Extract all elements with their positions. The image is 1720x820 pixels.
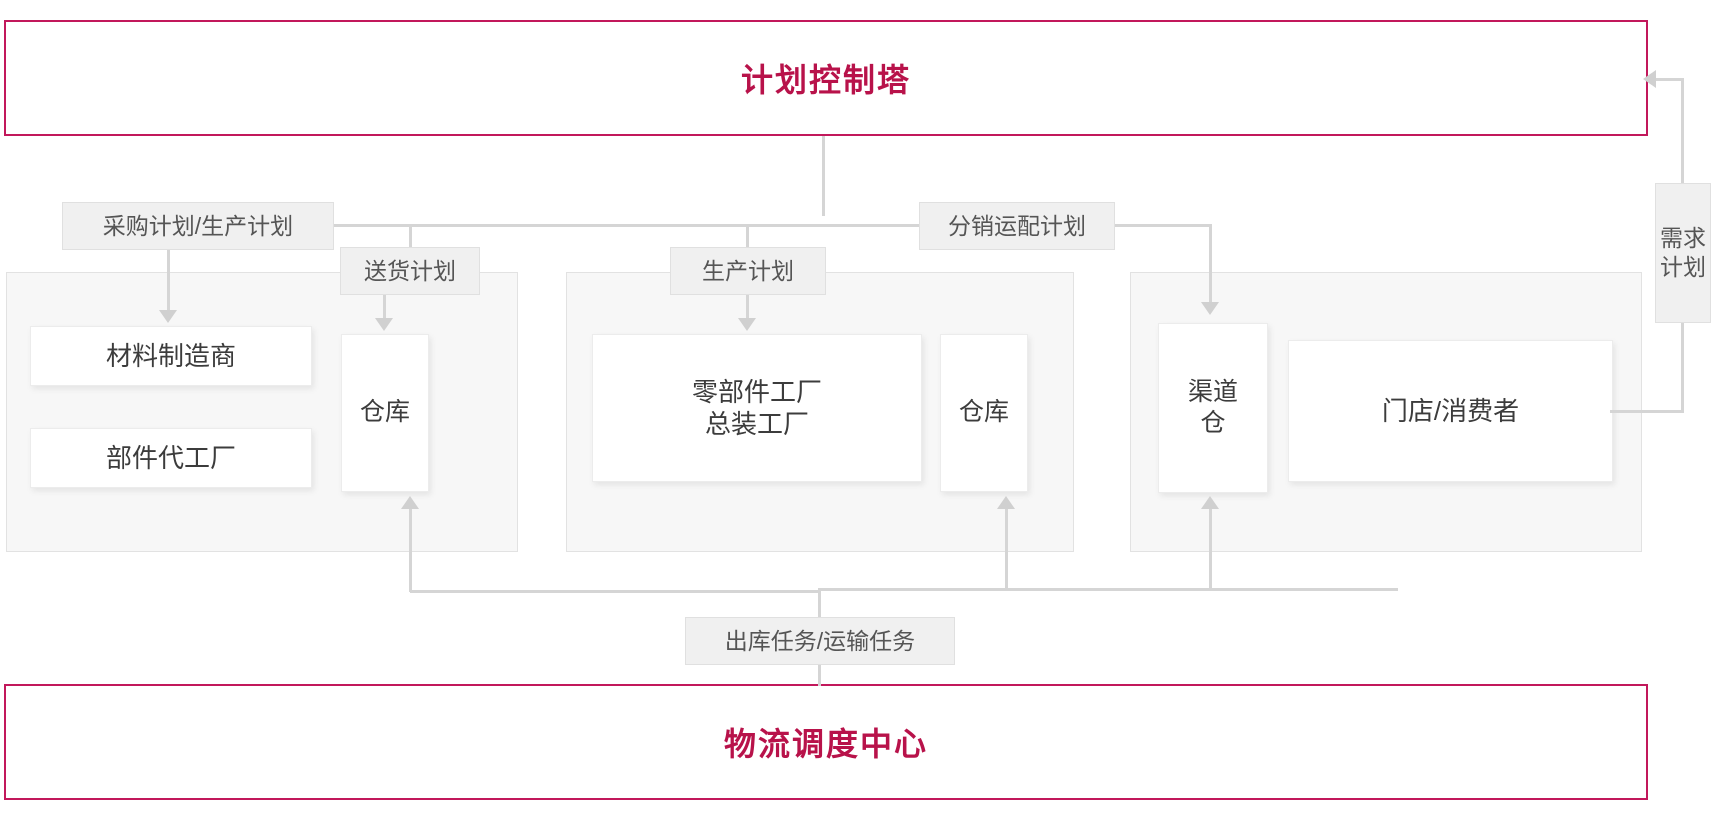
- supplier-group-container: [6, 272, 518, 552]
- plan-purchase-production-label: 采购计划/生产计划: [102, 212, 294, 239]
- node-parts-oem-label: 部件代工厂: [105, 442, 236, 473]
- distribution-to-channel-line: [1209, 224, 1212, 304]
- demand-riser-lower: [1681, 322, 1684, 412]
- node-material-manufacturer[interactable]: 材料制造商: [30, 326, 312, 386]
- plan-demand[interactable]: 需求计划: [1655, 183, 1711, 323]
- plan-outbound-transport-task[interactable]: 出库任务/运输任务: [685, 617, 955, 665]
- delivery-to-warehouse-line: [383, 295, 386, 321]
- node-channel-warehouse[interactable]: 渠道仓: [1158, 323, 1268, 493]
- demand-to-tower-line: [1655, 78, 1684, 81]
- node-warehouse-factory[interactable]: 仓库: [940, 334, 1028, 492]
- distribution-bus-line: [1112, 224, 1212, 227]
- logistics-dispatch-center-title: 物流调度中心: [723, 726, 928, 762]
- node-parts-oem[interactable]: 部件代工厂: [30, 428, 312, 488]
- production-to-factory-line: [746, 295, 749, 321]
- node-warehouse-supplier[interactable]: 仓库: [341, 334, 429, 492]
- node-material-manufacturer-label: 材料制造商: [105, 340, 236, 371]
- plan-distribution-transport[interactable]: 分销运配计划: [919, 202, 1115, 250]
- delivery-to-warehouse-arrow: [375, 318, 393, 331]
- node-factory-label: 零部件工厂总装工厂: [691, 376, 822, 440]
- planning-control-tower-banner: 计划控制塔: [4, 20, 1648, 136]
- outbound-to-bus-line: [818, 590, 821, 618]
- tower-bus-right: [822, 224, 922, 227]
- logistics-dispatch-center-banner: 物流调度中心: [4, 684, 1648, 800]
- bus-to-production-line: [746, 224, 749, 250]
- dispatch-to-warehouse-left-line: [409, 508, 412, 592]
- plan-production[interactable]: 生产计划: [670, 247, 826, 295]
- bus-to-delivery-line: [409, 224, 412, 250]
- store-to-demand-line: [1610, 410, 1684, 413]
- node-store-consumer-label: 门店/消费者: [1381, 395, 1520, 426]
- plan-production-label: 生产计划: [702, 257, 794, 284]
- dispatch-to-channel-line: [1209, 508, 1212, 590]
- planning-control-tower-title: 计划控制塔: [740, 62, 911, 98]
- plan-demand-label: 需求计划: [1660, 225, 1706, 280]
- dispatch-to-warehouse-mid-line: [1005, 508, 1008, 590]
- tower-trunk-line: [822, 136, 825, 216]
- plan-delivery-label: 送货计划: [364, 257, 456, 284]
- dispatch-to-channel-arrow: [1201, 496, 1219, 509]
- node-store-consumer[interactable]: 门店/消费者: [1288, 340, 1613, 482]
- purchase-to-material-line: [167, 250, 170, 312]
- plan-outbound-transport-task-label: 出库任务/运输任务: [724, 627, 916, 654]
- node-warehouse-factory-label: 仓库: [958, 398, 1009, 427]
- demand-to-tower-arrow: [1643, 70, 1656, 88]
- purchase-to-material-arrow: [159, 310, 177, 323]
- dispatch-to-warehouse-mid-arrow: [997, 496, 1015, 509]
- plan-distribution-transport-label: 分销运配计划: [948, 212, 1086, 239]
- tower-bus-left: [332, 224, 924, 227]
- node-warehouse-supplier-label: 仓库: [359, 398, 410, 427]
- node-factory[interactable]: 零部件工厂总装工厂: [592, 334, 922, 482]
- dispatch-bus-left: [410, 590, 820, 593]
- demand-riser-upper: [1681, 78, 1684, 186]
- distribution-to-channel-arrow: [1201, 302, 1219, 315]
- dispatch-to-warehouse-left-arrow: [401, 496, 419, 509]
- plan-delivery[interactable]: 送货计划: [340, 247, 480, 295]
- plan-purchase-production[interactable]: 采购计划/生产计划: [62, 202, 334, 250]
- node-channel-warehouse-label: 渠道仓: [1187, 377, 1238, 437]
- outbound-to-banner-line: [818, 664, 821, 686]
- production-to-factory-arrow: [738, 318, 756, 331]
- dispatch-bus-right: [818, 588, 1398, 591]
